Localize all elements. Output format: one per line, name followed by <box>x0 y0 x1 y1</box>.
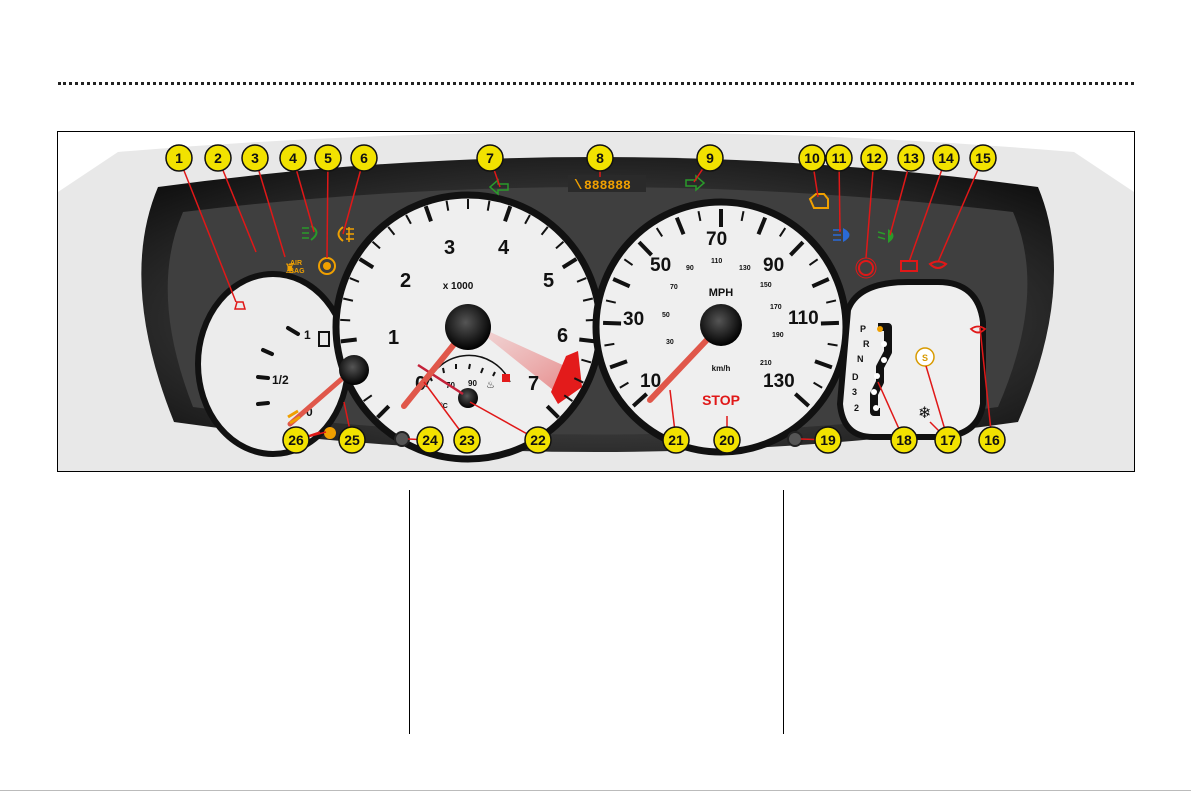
column-divider-1 <box>409 490 410 734</box>
gear-p: P <box>860 324 866 334</box>
mph-70: 70 <box>706 229 727 250</box>
callout-number: 16 <box>984 432 1000 448</box>
callout-number: 11 <box>832 150 847 166</box>
callout-number: 20 <box>719 432 735 448</box>
leader-line <box>327 158 328 258</box>
kmh-150: 150 <box>760 282 772 289</box>
gear-r: R <box>863 339 870 349</box>
reset-button-right <box>788 432 802 446</box>
callout-number: 2 <box>214 150 222 166</box>
tach-number-1: 1 <box>388 327 399 349</box>
kmh-190: 190 <box>772 332 784 339</box>
callout-number: 5 <box>324 150 332 166</box>
callout-number: 8 <box>596 150 604 166</box>
tach-number-6: 6 <box>557 325 568 347</box>
column-divider-2 <box>783 490 784 734</box>
speedo-unit-mph: MPH <box>709 287 734 299</box>
speedo-unit-kmh: km/h <box>712 364 731 373</box>
tach-multiplier: x 1000 <box>443 281 474 292</box>
speedo-hub <box>700 304 742 346</box>
fuel-low-warning-light <box>324 427 336 439</box>
fuel-mark-full: 1 <box>304 328 311 342</box>
callout-number: 1 <box>175 150 183 166</box>
callout-number: 12 <box>866 150 882 166</box>
callout-number: 14 <box>938 150 954 166</box>
gear-d: D <box>852 372 859 382</box>
callout-number: 10 <box>804 150 820 166</box>
callout-number: 21 <box>668 432 684 448</box>
odometer-slash: \ <box>574 178 582 194</box>
odometer-digits: 888888 <box>584 178 631 193</box>
page-bottom-rule <box>0 790 1191 791</box>
callout-number: 19 <box>820 432 836 448</box>
tach-number-4: 4 <box>498 237 510 259</box>
speedo-tick <box>603 323 621 324</box>
mph-90: 90 <box>763 255 784 276</box>
fuel-mark-half: 1/2 <box>272 373 289 387</box>
tach-number-3: 3 <box>444 237 455 259</box>
kmh-210: 210 <box>760 360 772 367</box>
gear-n: N <box>857 354 864 364</box>
callout-number: 24 <box>422 432 438 448</box>
mph-50: 50 <box>650 255 671 276</box>
callout-number: 26 <box>288 432 304 448</box>
gear-3: 3 <box>852 387 857 397</box>
temp-90: 90 <box>468 379 477 388</box>
callout-number: 4 <box>289 150 297 166</box>
callout-number: 9 <box>706 150 714 166</box>
mph-110: 110 <box>788 308 819 329</box>
kmh-110: 110 <box>711 258 722 265</box>
callout-number: 25 <box>344 432 360 448</box>
airbag-label-bag: BAG <box>289 268 305 275</box>
mph-30: 30 <box>623 309 644 330</box>
tach-tick <box>579 340 595 342</box>
tach-number-5: 5 <box>543 270 554 292</box>
snow-mode-icon: ❄ <box>918 405 931 422</box>
instrument-panel-diagram: 0 1 2 3 4 5 6 7 x 1000 70 90 °C ♨ <box>57 131 1135 472</box>
tach-tick <box>586 320 596 321</box>
callout-number: 3 <box>251 150 259 166</box>
stop-warning-label: STOP <box>702 392 740 408</box>
kmh-30: 30 <box>666 339 674 346</box>
mph-130: 130 <box>763 371 795 392</box>
callout-number: 23 <box>459 432 475 448</box>
kmh-170: 170 <box>770 304 782 311</box>
kmh-90: 90 <box>686 265 694 272</box>
tach-tick <box>341 340 357 342</box>
tach-hub <box>445 304 491 350</box>
tach-number-7: 7 <box>528 373 539 395</box>
callout-number: 6 <box>360 150 368 166</box>
callout-number: 7 <box>486 150 494 166</box>
coolant-icon: ♨ <box>486 380 495 391</box>
kmh-50: 50 <box>662 312 670 319</box>
gear-2: 2 <box>854 403 859 413</box>
kmh-70: 70 <box>670 284 678 291</box>
callout-number: 15 <box>975 150 991 166</box>
speedo-tick <box>821 323 839 324</box>
sport-mode-letter: S <box>922 353 928 363</box>
airbag-label-air: AIR <box>290 260 302 267</box>
callout-number: 18 <box>896 432 912 448</box>
reset-button-left <box>395 432 409 446</box>
tach-tick <box>340 320 350 321</box>
callout-number: 13 <box>903 150 919 166</box>
fuel-hub <box>339 355 369 385</box>
instrument-cluster-svg: 0 1 2 3 4 5 6 7 x 1000 70 90 °C ♨ <box>58 132 1134 471</box>
kmh-130: 130 <box>739 265 751 272</box>
tach-number-2: 2 <box>400 270 411 292</box>
header-dotted-rule <box>58 82 1134 85</box>
callout-number: 17 <box>940 432 956 448</box>
callout-number: 22 <box>530 432 546 448</box>
